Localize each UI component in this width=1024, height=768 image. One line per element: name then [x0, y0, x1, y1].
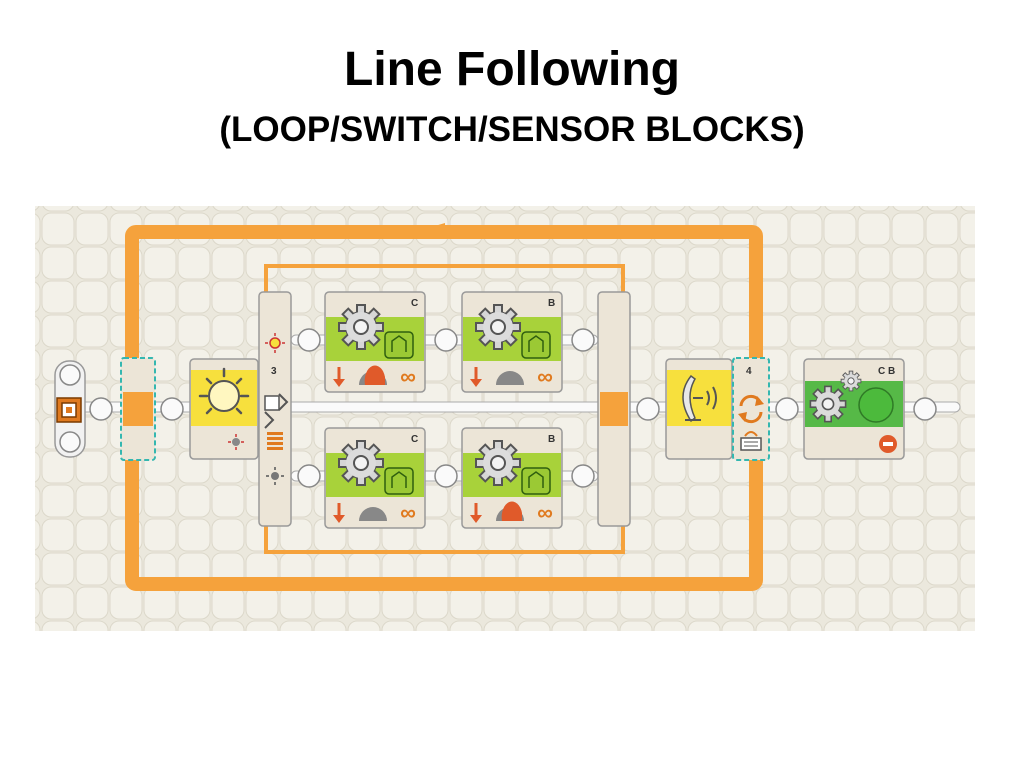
light-sensor-icon [198, 367, 250, 415]
direction-down-icon [470, 367, 482, 387]
duration-unlimited-icon: ∞ [400, 500, 416, 525]
direction-down-icon [333, 367, 345, 387]
motor-port-label: C [411, 434, 418, 445]
slide-title: Line Following [344, 43, 680, 96]
duration-unlimited-icon: ∞ [537, 500, 553, 525]
switch-start-block[interactable]: 3 [258, 291, 292, 527]
motor-block-bottom-c[interactable]: C ∞ [324, 427, 426, 529]
ultrasonic-sensor-block[interactable] [665, 358, 733, 460]
stop-ports-label: C B [878, 366, 895, 377]
direction-down-icon [470, 503, 482, 523]
loop-direction-arrow-icon [418, 223, 445, 239]
loop-icon [738, 394, 764, 424]
loop-end-block[interactable]: 4 [732, 357, 770, 461]
motor-gear-icon [475, 440, 521, 486]
loop-start-block[interactable] [120, 357, 156, 461]
stop-motor-block[interactable]: C B [803, 358, 905, 460]
motor-gear-icon [338, 304, 384, 350]
motor-gear-small-icon [840, 370, 862, 392]
switch-port-label: 3 [271, 366, 277, 377]
duration-unlimited-icon: ∞ [400, 364, 416, 389]
program-canvas: 3 C ∞ B [35, 206, 975, 631]
power-high-icon [359, 365, 387, 385]
flat-view-icon [267, 432, 283, 450]
switch-end-block[interactable] [597, 291, 631, 527]
ultrasonic-dish-icon [682, 374, 717, 423]
power-low-icon [496, 371, 524, 385]
switch-lower-beam [264, 516, 625, 554]
power-low-icon [359, 507, 387, 521]
motor-state-light-icon [858, 387, 894, 423]
switch-upper-beam [264, 264, 625, 296]
motor-port-label: B [548, 434, 555, 445]
stop-icon [879, 435, 897, 453]
switch-selector-icon [264, 393, 289, 429]
loop-port-label: 4 [746, 366, 752, 377]
motor-port-label: B [548, 298, 555, 309]
direction-down-icon [333, 503, 345, 523]
light-dark-icon [228, 434, 244, 450]
light-bright-icon [265, 333, 285, 353]
motor-block-top-b[interactable]: B ∞ [461, 291, 563, 393]
motor-gear-icon [475, 304, 521, 350]
light-sensor-block[interactable] [189, 358, 259, 460]
ultrasonic-condition-icon [740, 431, 762, 451]
motor-block-bottom-b[interactable]: B ∞ [461, 427, 563, 529]
start-block[interactable] [54, 360, 86, 458]
power-high-icon [496, 501, 524, 521]
duration-unlimited-icon: ∞ [537, 364, 553, 389]
motor-gear-icon [809, 385, 847, 423]
slide-subtitle: (LOOP/SWITCH/SENSOR BLOCKS) [219, 110, 805, 149]
motor-port-label: C [411, 298, 418, 309]
motor-gear-icon [338, 440, 384, 486]
light-dark-icon [266, 467, 284, 485]
motor-block-top-c[interactable]: C ∞ [324, 291, 426, 393]
